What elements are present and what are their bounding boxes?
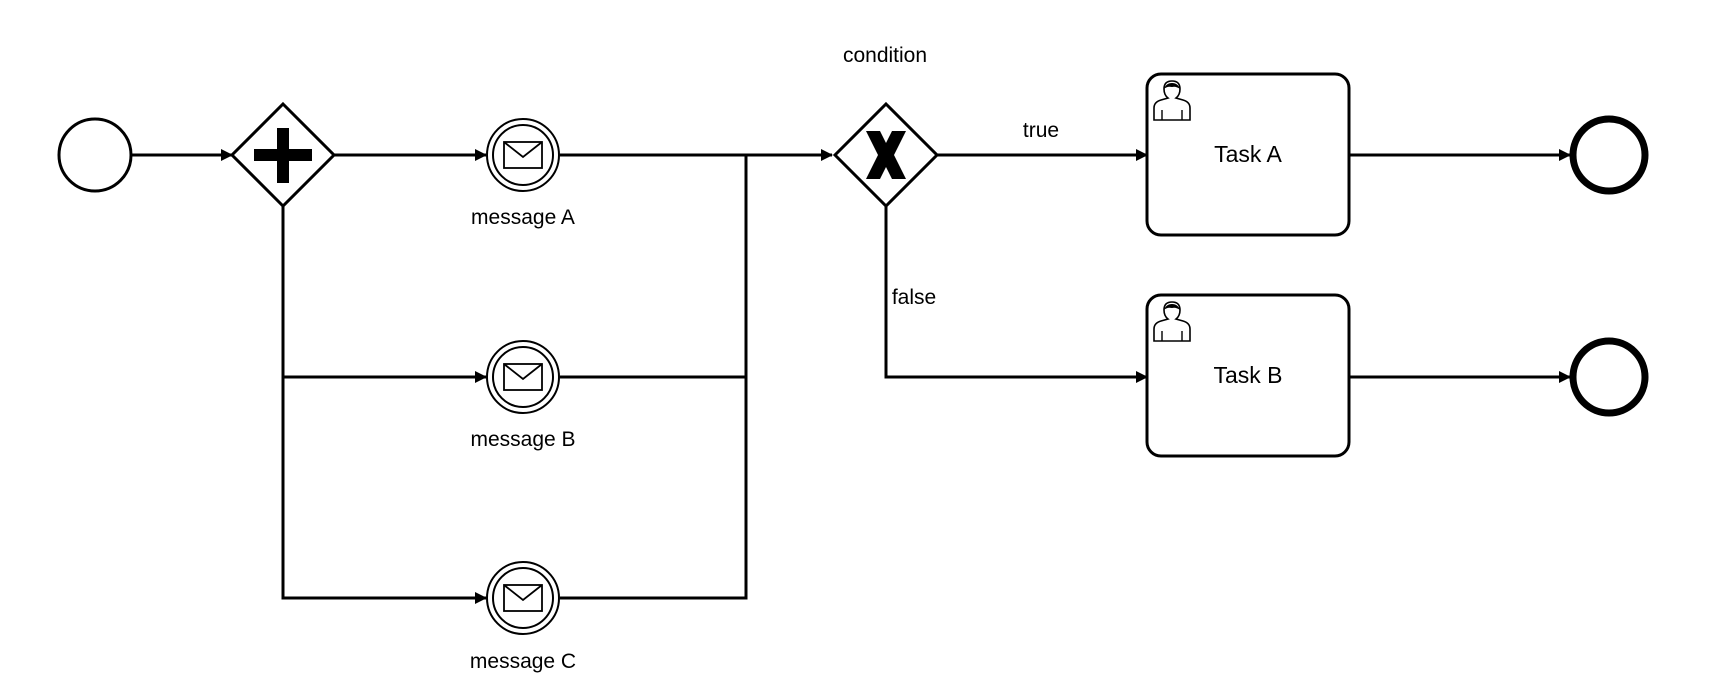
- flow-message-c-to-exclusive[interactable]: [560, 377, 748, 600]
- plus-icon: [254, 128, 312, 183]
- exclusive-gateway[interactable]: [832, 101, 940, 209]
- true-branch-label: true: [1023, 119, 1059, 142]
- flow-parallel-to-message-c[interactable]: [281, 377, 487, 604]
- message-a-label: message A: [471, 206, 575, 229]
- task-b[interactable]: Task B: [1145, 293, 1351, 458]
- end-event-circle: [1569, 115, 1649, 195]
- x-icon: [866, 131, 906, 179]
- envelope-icon: [503, 141, 543, 169]
- flow-message-b-to-exclusive[interactable]: [560, 155, 748, 379]
- flow-parallel-to-message-b[interactable]: [281, 206, 487, 383]
- start-event-circle: [57, 117, 133, 193]
- task-b-label: Task B: [1213, 362, 1282, 388]
- end-event-a[interactable]: [1569, 115, 1649, 195]
- parallel-gateway[interactable]: [229, 101, 337, 209]
- task-a[interactable]: Task A: [1145, 72, 1351, 237]
- message-event-c[interactable]: [486, 561, 560, 635]
- task-a-label: Task A: [1214, 141, 1282, 167]
- end-event-circle: [1569, 337, 1649, 417]
- sequence-flows: [132, 149, 1571, 604]
- message-c-label: message C: [470, 650, 576, 673]
- false-branch-label: false: [892, 286, 936, 309]
- message-event-a[interactable]: [486, 118, 560, 192]
- envelope-icon: [503, 584, 543, 612]
- message-b-label: message B: [470, 428, 575, 451]
- message-event-b[interactable]: [486, 340, 560, 414]
- flow-exclusive-to-task-b[interactable]: [884, 206, 1148, 383]
- start-event[interactable]: [57, 117, 133, 193]
- end-event-b[interactable]: [1569, 337, 1649, 417]
- exclusive-gateway-label: condition: [843, 44, 927, 67]
- envelope-icon: [503, 363, 543, 391]
